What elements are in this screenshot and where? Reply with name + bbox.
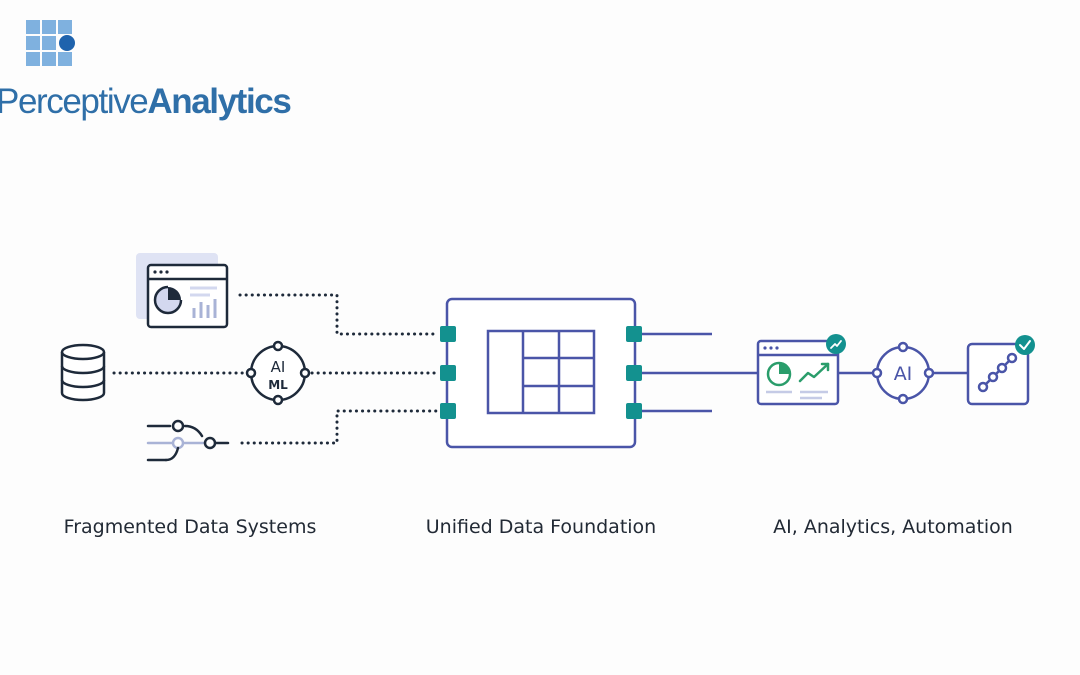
ai-ml-node-label-ml: ML	[268, 378, 288, 392]
ai-ml-node-label-ai: AI	[271, 358, 286, 376]
trending-up-badge-icon	[826, 334, 846, 354]
ai-node-label: AI	[894, 363, 913, 385]
pipeline-branch-icon	[146, 419, 230, 462]
dashboard-window-icon	[136, 253, 229, 329]
port-left-3	[440, 403, 456, 419]
logo-word-analytics: Analytics	[147, 82, 291, 121]
caption-ai-analytics-automation: AI, Analytics, Automation	[773, 516, 1013, 538]
ai-node-icon: AI	[871, 341, 935, 405]
check-badge-icon	[1015, 335, 1035, 355]
caption-fragmented-data-systems: Fragmented Data Systems	[63, 516, 317, 538]
database-icon	[60, 343, 106, 402]
port-right-1	[626, 326, 642, 342]
ai-ml-node-icon: AI ML	[245, 340, 311, 406]
unified-data-foundation-block	[445, 297, 637, 449]
dotted-connectors	[112, 293, 440, 445]
port-right-2	[626, 365, 642, 381]
perceptive-analytics-logo: PerceptiveAnalytics	[0, 18, 292, 119]
port-left-2	[440, 365, 456, 381]
analytics-dashboard-icon	[756, 339, 840, 406]
port-right-3	[626, 403, 642, 419]
logo-word-perceptive: Perceptive	[0, 82, 149, 121]
automation-workflow-icon	[966, 342, 1030, 406]
connector-ports	[440, 326, 642, 419]
port-left-1	[440, 326, 456, 342]
logo-wordmark: PerceptiveAnalytics	[0, 82, 292, 121]
caption-unified-data-foundation: Unified Data Foundation	[425, 516, 657, 538]
logo-grid-icon	[26, 20, 75, 66]
output-lines	[642, 332, 968, 413]
